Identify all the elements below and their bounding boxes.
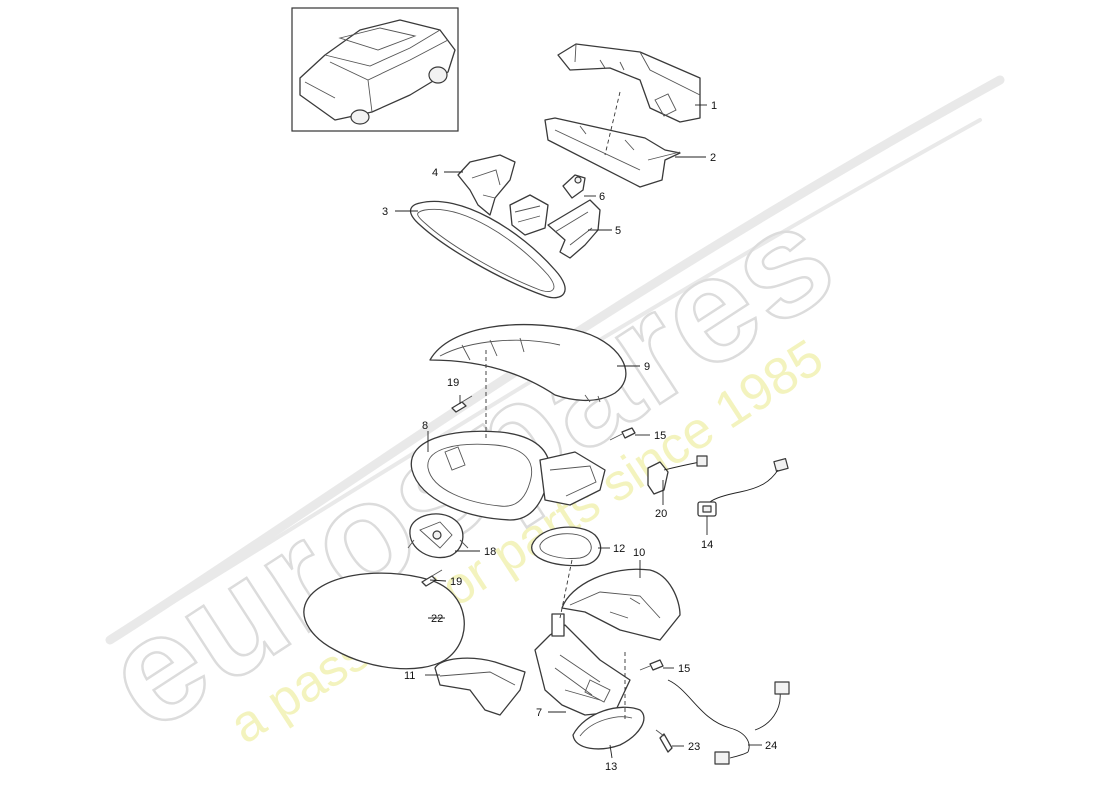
part-10-lower-cover [561, 568, 681, 641]
callout-13: 13 [605, 761, 617, 773]
callout-22: 22 [431, 613, 443, 625]
callout-14: 14 [701, 539, 713, 551]
part-12-gasket [531, 526, 602, 567]
assembly-line-upper [604, 91, 621, 156]
part-5-clip [547, 199, 601, 259]
part-7-base-mount [534, 613, 631, 716]
screw-15-upper [609, 427, 636, 441]
part-6-sensor [562, 174, 586, 199]
assembly-line-10-7 [559, 559, 573, 619]
callout-2: 2 [710, 152, 716, 164]
part-8-housing [410, 430, 606, 521]
car-suv-icon [299, 19, 456, 125]
callout-12: 12 [613, 543, 625, 555]
callout-7: 7 [536, 707, 542, 719]
callout-15-upper: 15 [654, 430, 666, 442]
part-1-bracket [557, 43, 701, 123]
part-3-mirror-frame [409, 200, 566, 299]
callout-9: 9 [644, 361, 650, 373]
screw-19-upper [451, 395, 473, 413]
part-14-harness [697, 458, 789, 517]
callouts: 1 2 3 4 5 6 7 8 9 10 11 12 13 14 15 15 1… [382, 100, 777, 773]
part-24-cable [667, 679, 790, 765]
callout-24: 24 [765, 740, 777, 752]
callout-6: 6 [599, 191, 605, 203]
part-22-mirror-glass [303, 572, 465, 670]
callout-18: 18 [484, 546, 496, 558]
callout-20: 20 [655, 508, 667, 520]
callout-10: 10 [633, 547, 645, 559]
part-11-trim [434, 657, 526, 716]
part-2-base [544, 117, 681, 188]
callout-1: 1 [711, 100, 717, 112]
watermark-swoosh-inner [158, 118, 982, 612]
callout-11: 11 [404, 670, 415, 682]
part-9-mirror-cap [429, 323, 627, 403]
part-4-housing [457, 154, 516, 216]
callout-19-lower: 19 [450, 576, 462, 588]
callout-3: 3 [382, 206, 388, 218]
callout-8: 8 [422, 420, 428, 432]
callout-15-lower: 15 [678, 663, 690, 675]
callout-23: 23 [688, 741, 700, 753]
callout-5: 5 [615, 225, 621, 237]
vehicle-thumbnail [291, 7, 459, 132]
leader-lines [395, 104, 762, 759]
callout-4: 4 [432, 167, 438, 179]
mount-assembly [509, 194, 549, 236]
screw-15-lower [639, 659, 664, 671]
callout-19-upper: 19 [447, 377, 459, 389]
watermark-swoosh [105, 75, 1005, 645]
screw-23 [655, 729, 673, 753]
part-18-motor [407, 513, 469, 559]
part-13-bottom-plate [572, 706, 645, 750]
